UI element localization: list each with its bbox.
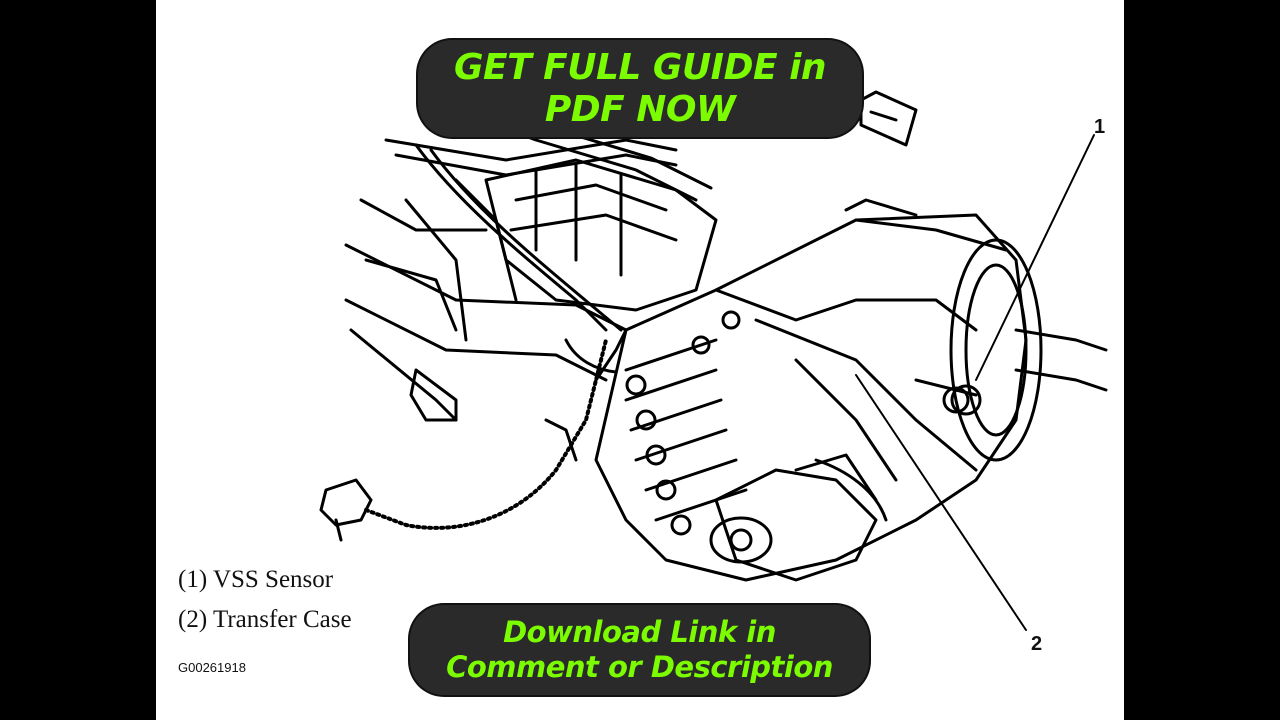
get-guide-line2: PDF NOW [544,88,736,130]
legend-vss-sensor: (1) VSS Sensor [178,566,334,593]
get-guide-line1: GET FULL GUIDE in [453,46,827,88]
callout-2: 2 [1031,633,1043,655]
download-link-banner[interactable]: Download Link in Comment or Description [410,605,869,695]
download-link-line2: Comment or Description [446,650,833,684]
figure-code: G00261918 [178,660,246,675]
legend-transfer-case: (2) Transfer Case [178,606,352,633]
download-link-line1: Download Link in [503,615,776,649]
get-guide-banner[interactable]: GET FULL GUIDE in PDF NOW [418,40,862,137]
diagram-panel: GET FULL GUIDE in PDF NOW Download Link … [156,0,1124,720]
callout-1: 1 [1094,116,1106,138]
